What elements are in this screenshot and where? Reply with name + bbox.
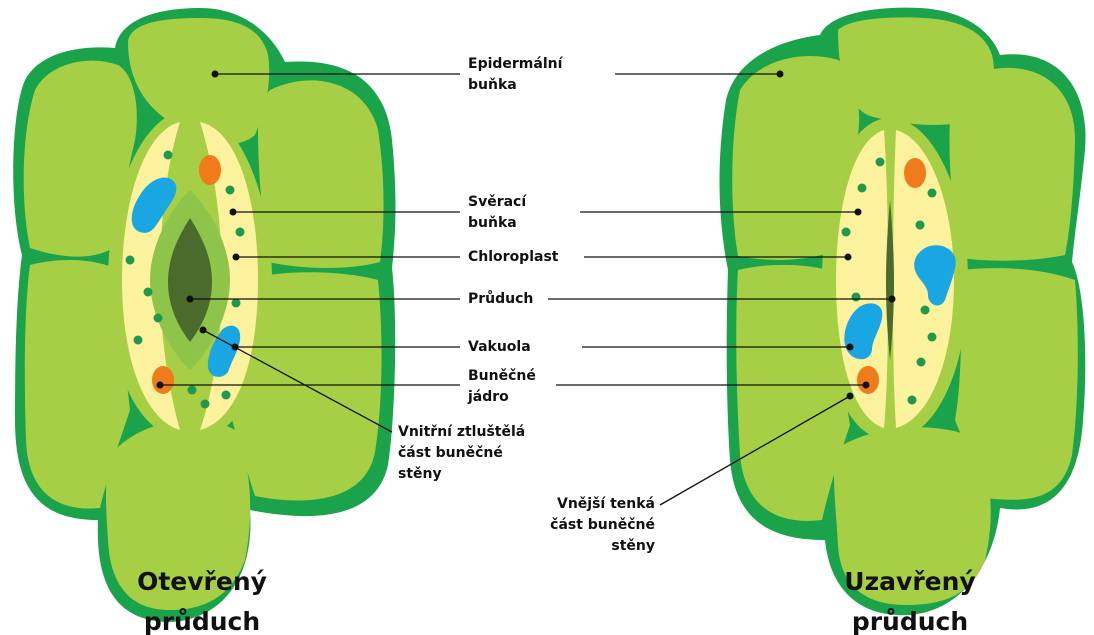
chloroplast-dot	[226, 186, 235, 195]
label-guard-cell: Svěrací buňka	[468, 192, 526, 234]
chloroplast-dot	[236, 228, 245, 237]
chloroplast-dot	[154, 314, 163, 323]
chloroplast-dot	[876, 158, 885, 167]
chloroplast-dot	[928, 333, 937, 342]
label-epidermal-cell: Epidermální buňka	[468, 54, 562, 96]
label-stoma: Průduch	[468, 289, 533, 310]
chloroplast-dot	[917, 358, 926, 367]
leader-dot	[855, 209, 862, 216]
chloroplast-dot	[908, 396, 917, 405]
leader-dot	[233, 254, 240, 261]
chloroplast-dot	[188, 386, 197, 395]
epidermal-cell-upper-right	[258, 80, 384, 268]
label-nucleus: Buněčné jádro	[468, 366, 536, 408]
label-chloroplast: Chloroplast	[468, 247, 558, 268]
leader-dot	[889, 296, 896, 303]
chloroplast-dot	[842, 228, 851, 237]
leader-dot	[200, 327, 207, 334]
leader-dot	[230, 209, 237, 216]
nucleus-closed-top	[904, 158, 926, 188]
chloroplast-dot	[126, 256, 135, 265]
chloroplast-dot	[222, 391, 231, 400]
label-vacuole: Vakuola	[468, 337, 531, 358]
leader-dot	[212, 71, 219, 78]
caption-open-stoma: Otevřený průduch	[72, 562, 332, 635]
leader-dot	[847, 393, 854, 400]
leader-dot	[777, 71, 784, 78]
leader-dot	[157, 382, 164, 389]
caption-closed-stoma: Uzavřený průduch	[780, 562, 1040, 635]
closed-stoma	[720, 8, 1086, 616]
leader-dot	[863, 382, 870, 389]
nucleus-closed-bottom	[857, 366, 879, 394]
chloroplast-dot	[858, 184, 867, 193]
label-outer-wall: Vnější tenká část buněčné stěny	[530, 494, 655, 557]
leader-dot	[232, 344, 239, 351]
chloroplast-dot	[916, 221, 925, 230]
chloroplast-dot	[201, 400, 210, 409]
nucleus-open-top	[199, 155, 221, 185]
chloroplast-dot	[921, 306, 930, 315]
leader-dot	[847, 344, 854, 351]
leader-dot	[845, 254, 852, 261]
chloroplast-dot	[852, 293, 861, 302]
label-inner-wall: Vnitřní ztluštělá část buněčné stěny	[398, 422, 525, 485]
chloroplast-dot	[164, 151, 173, 160]
chloroplast-dot	[928, 189, 937, 198]
leader-dot	[187, 296, 194, 303]
epidermal-cell-upper-right-c	[949, 68, 1075, 261]
chloroplast-dot	[232, 299, 241, 308]
open-stoma	[13, 8, 395, 622]
chloroplast-dot	[134, 336, 143, 345]
chloroplast-dot	[144, 288, 153, 297]
nucleus-open-bottom	[152, 366, 174, 394]
